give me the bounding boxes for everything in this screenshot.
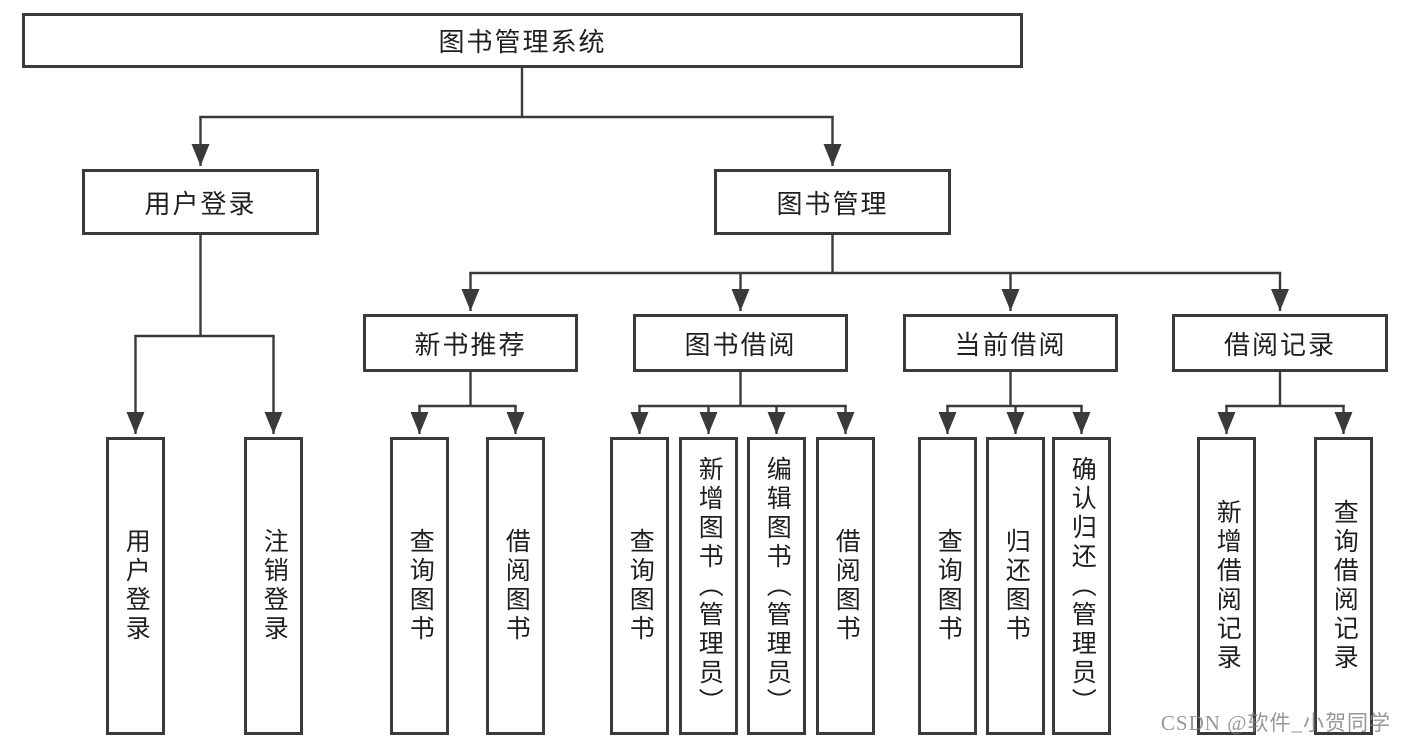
node-label: 图书借阅 [684,330,797,360]
node-label: 查询图书 [934,528,962,644]
connector-root-to-level2 [191,68,842,166]
node-user-login: 用户登录 [82,169,319,235]
node-book-borrowing: 图书借阅 [633,314,848,372]
connector-book-mgmt-to-level3 [461,235,1289,311]
node-label: 图书管理系统 [438,28,607,57]
node-label: 归还图书 [1002,528,1030,644]
leaf-confirm-return-admin: 确认归还（管理员） [1052,437,1111,735]
leaf-query-books-1: 查询图书 [390,437,449,735]
connector-new-book-rec-to-children [410,372,525,434]
leaf-add-borrow-record: 新增借阅记录 [1197,437,1256,735]
leaf-logout: 注销登录 [244,437,303,735]
connector-user-login-to-children [126,235,283,434]
leaf-add-book-admin: 新增图书（管理员） [679,437,738,735]
node-label: 查询借阅记录 [1330,499,1358,673]
node-borrowing-records: 借阅记录 [1172,314,1388,372]
node-current-borrowing: 当前借阅 [903,314,1118,372]
node-new-book-recommendation: 新书推荐 [363,314,578,372]
node-label: 图书管理 [776,189,889,219]
node-label: 新书推荐 [414,330,527,360]
node-label: 新增借阅记录 [1213,499,1241,673]
connector-borrow-records-to-children [1217,372,1353,434]
node-label: 查询图书 [626,528,654,644]
node-label: 借阅记录 [1223,330,1336,360]
leaf-query-borrow-record: 查询借阅记录 [1314,437,1373,735]
connector-book-borrow-to-children [630,372,855,434]
node-label: 确认归还（管理员） [1068,455,1096,717]
leaf-query-books-3: 查询图书 [918,437,977,735]
leaf-edit-book-admin: 编辑图书（管理员） [747,437,806,735]
node-label: 查询图书 [406,528,434,644]
node-label: 新增图书（管理员） [695,455,723,717]
leaf-query-books-2: 查询图书 [610,437,669,735]
node-label: 当前借阅 [954,330,1067,360]
watermark: CSDN @软件_小贺同学 [1160,711,1391,735]
node-label: 借阅图书 [832,528,860,644]
node-book-management: 图书管理 [714,169,951,235]
leaf-borrow-books-2: 借阅图书 [816,437,875,735]
connector-current-borrow-to-children [938,372,1091,434]
node-label: 用户登录 [122,528,150,644]
node-label: 借阅图书 [502,528,530,644]
node-label: 编辑图书（管理员） [763,455,791,717]
node-library-management-system: 图书管理系统 [22,13,1023,68]
leaf-borrow-books-1: 借阅图书 [486,437,545,735]
node-label: 用户登录 [144,189,257,219]
leaf-user-login: 用户登录 [106,437,165,735]
node-label: 注销登录 [260,528,288,644]
leaf-return-books: 归还图书 [986,437,1045,735]
